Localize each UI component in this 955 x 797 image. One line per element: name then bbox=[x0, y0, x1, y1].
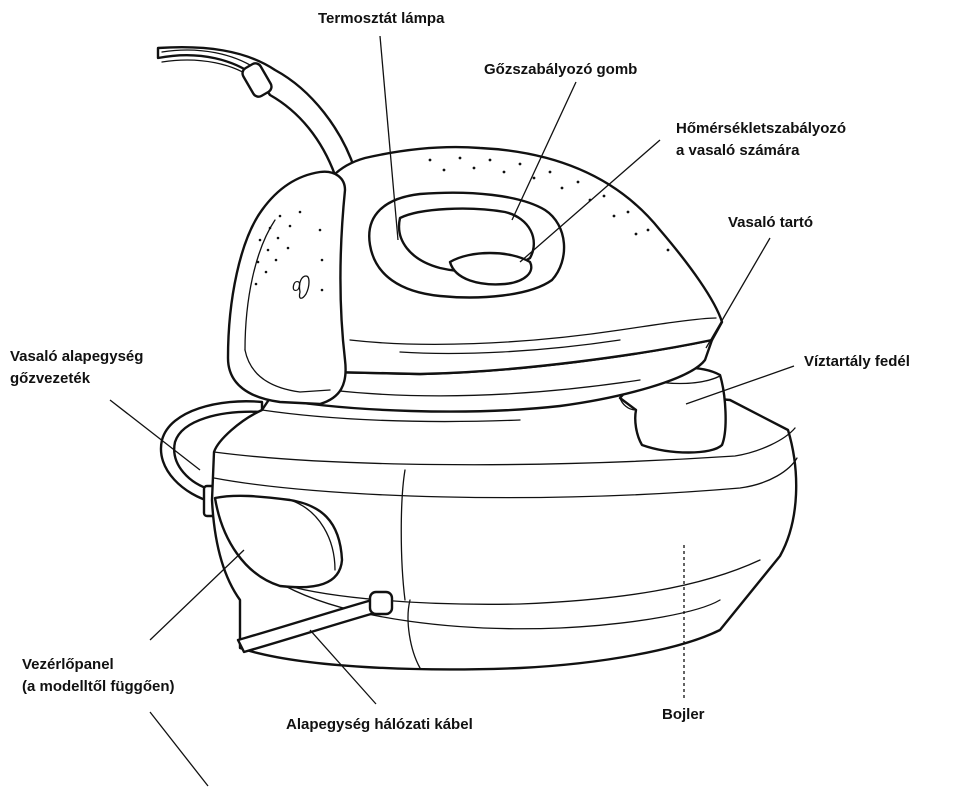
label-temp-control-line2: a vasaló számára bbox=[676, 140, 799, 161]
label-water-tank-cap: Víztartály fedél bbox=[804, 351, 910, 372]
leader-control-panel bbox=[150, 550, 244, 640]
label-thermostat-lamp: Termosztát lámpa bbox=[318, 8, 444, 29]
label-boiler: Bojler bbox=[662, 704, 705, 725]
label-temp-control-line1: Hőmérsékletszabályozó bbox=[676, 118, 846, 139]
iron-power-cable bbox=[158, 47, 355, 175]
label-steam-hose-line2: gőzvezeték bbox=[10, 368, 90, 389]
iron-body bbox=[228, 147, 722, 411]
leader-steam-hose bbox=[110, 400, 200, 470]
leader-iron-rest bbox=[706, 238, 770, 348]
label-steam-hose-line1: Vasaló alapegység bbox=[10, 346, 143, 367]
label-iron-rest: Vasaló tartó bbox=[728, 212, 813, 233]
label-control-panel-line1: Vezérlőpanel bbox=[22, 654, 114, 675]
label-dial-mark: 0 bbox=[292, 276, 300, 297]
leader-control-panel-tail bbox=[150, 712, 208, 786]
label-control-panel-line2: (a modelltől függően) bbox=[22, 676, 174, 697]
label-power-cable: Alapegység hálózati kábel bbox=[286, 714, 473, 735]
label-steam-knob: Gőzszabályozó gomb bbox=[484, 59, 637, 80]
